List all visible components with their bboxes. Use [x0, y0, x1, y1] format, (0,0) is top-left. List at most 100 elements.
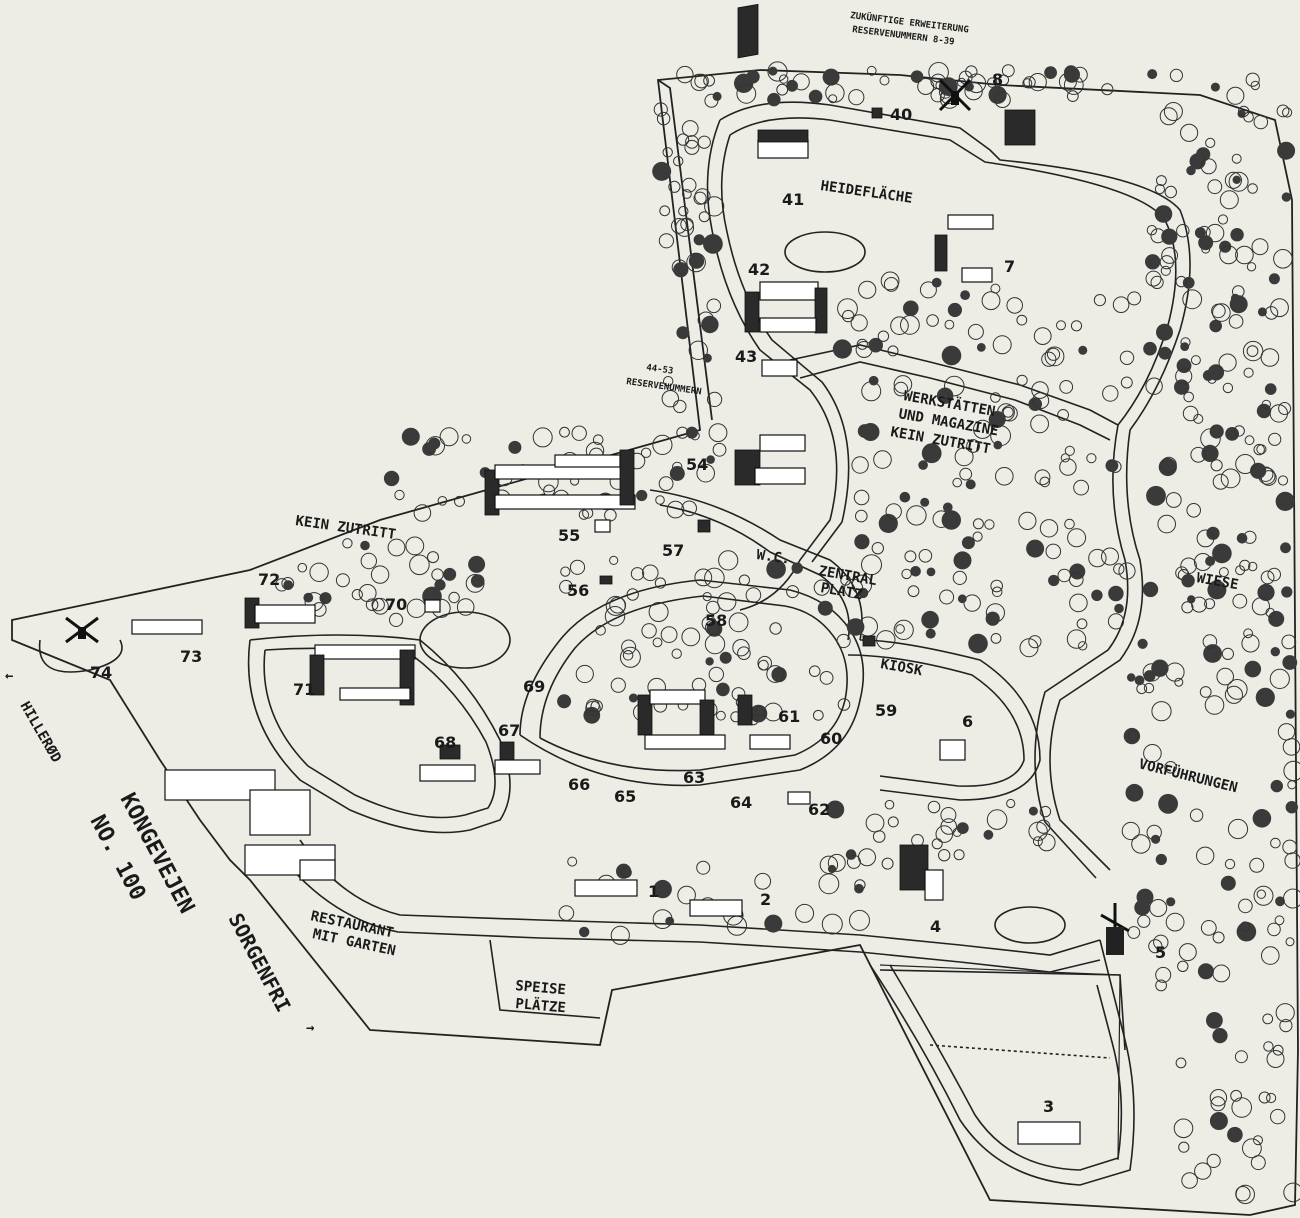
tree-icon	[1173, 1118, 1194, 1139]
tree-icon	[985, 611, 1000, 626]
tree-icon	[676, 65, 694, 84]
tree-icon	[1158, 793, 1178, 814]
windmill-8	[938, 78, 972, 112]
building-4	[899, 844, 944, 901]
tree-icon	[1118, 562, 1136, 580]
tree-icon	[703, 234, 723, 254]
tree-icon	[808, 89, 823, 104]
tree-icon	[575, 664, 594, 684]
tree-icon	[1181, 1172, 1198, 1189]
tree-icon	[682, 189, 692, 199]
tree-icon	[1281, 634, 1297, 650]
tree-icon	[873, 450, 892, 469]
tree-icon	[1277, 723, 1296, 741]
small-building	[424, 599, 441, 613]
tree-icon	[1267, 567, 1281, 582]
tree-icon	[827, 853, 846, 872]
tree-icon	[928, 62, 949, 83]
tree-icon	[413, 504, 432, 522]
tree-icon	[1196, 529, 1215, 548]
tree-icon	[1210, 82, 1220, 92]
tree-icon	[1066, 90, 1079, 102]
tree-icon	[960, 290, 970, 300]
tree-icon	[1236, 533, 1248, 544]
tree-icon	[309, 562, 329, 582]
tree-icon	[879, 75, 890, 86]
building-40	[871, 107, 883, 119]
tree-icon	[704, 633, 726, 655]
tree-icon	[906, 505, 927, 526]
tree-icon	[1253, 885, 1274, 906]
tree-icon	[1227, 1126, 1243, 1143]
tree-icon	[881, 857, 894, 870]
tree-icon	[926, 567, 936, 577]
building-1	[574, 879, 638, 897]
site-number: 5	[1155, 943, 1166, 962]
tree-icon	[681, 500, 698, 517]
tree-icon	[1261, 946, 1280, 965]
tree-icon	[652, 161, 672, 181]
building-42	[744, 281, 828, 334]
tree-icon	[437, 496, 448, 506]
tree-icon	[1186, 503, 1201, 518]
tree-icon	[1086, 453, 1097, 464]
tree-icon	[1200, 920, 1217, 936]
tree-icon	[1149, 899, 1168, 917]
site-number: 65	[614, 787, 636, 806]
tree-icon	[987, 77, 998, 88]
tree-icon	[684, 139, 700, 155]
tree-icon	[981, 291, 1001, 311]
tree-icon	[821, 913, 843, 935]
site-number: 42	[748, 260, 770, 279]
tree-icon	[622, 650, 634, 661]
tree-icon	[401, 427, 420, 446]
tree-icon	[990, 633, 1002, 644]
tree-icon	[939, 589, 955, 605]
site-number: 56	[567, 581, 589, 600]
tree-icon	[558, 905, 575, 921]
tree-icon	[1202, 634, 1218, 649]
tree-icon	[1258, 1091, 1271, 1104]
tree-icon	[910, 70, 924, 83]
tree-icon	[1270, 647, 1281, 657]
tree-icon	[1250, 1155, 1266, 1171]
tree-icon	[360, 540, 370, 551]
tree-icon	[763, 702, 783, 722]
tree-icon	[826, 800, 845, 819]
tree-icon	[921, 610, 939, 629]
tree-icon	[885, 503, 902, 520]
tree-icon	[1102, 385, 1119, 402]
tree-icon	[1182, 405, 1199, 422]
tree-icon	[758, 659, 769, 671]
tree-icon	[370, 565, 390, 584]
tree-icon	[976, 343, 986, 352]
tree-icon	[1235, 1186, 1251, 1202]
tree-icon	[986, 809, 1008, 830]
tree-icon	[620, 867, 632, 878]
tree-icon	[1206, 1153, 1221, 1169]
tree-icon	[1101, 83, 1114, 96]
tree-icon	[893, 619, 914, 641]
site-number: 41	[782, 190, 804, 209]
tree-icon	[389, 612, 404, 628]
tree-icon	[1212, 1028, 1228, 1044]
tree-icon	[671, 648, 682, 659]
tree-icon	[1227, 818, 1249, 840]
tree-icon	[1210, 459, 1223, 472]
right-arrow-icon: →	[306, 1020, 314, 1036]
tree-icon	[1268, 610, 1285, 627]
building-61-63	[637, 689, 791, 750]
tree-icon	[653, 879, 672, 899]
tree-icon	[1257, 583, 1275, 602]
tree-icon	[754, 872, 772, 890]
tree-icon	[1190, 446, 1207, 463]
tree-icon	[655, 495, 665, 505]
tree-icon	[427, 551, 439, 564]
tree-icon	[1160, 265, 1171, 276]
tree-icon	[630, 567, 645, 581]
tree-icon	[1022, 78, 1033, 89]
tree-icon	[659, 205, 671, 217]
tree-icon	[456, 598, 475, 616]
tree-icon	[609, 596, 627, 614]
tree-icon	[952, 477, 963, 488]
